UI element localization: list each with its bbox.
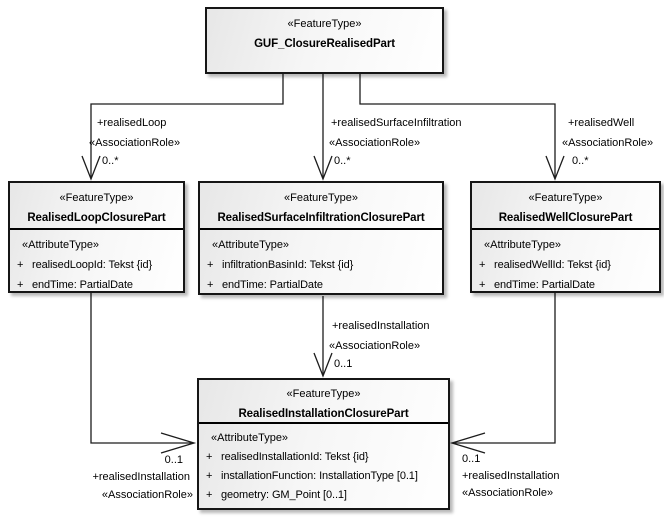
attribute-text: endTime: PartialDate	[494, 279, 595, 291]
attributes-compartment: «AttributeType» + realisedWellId: Tekst …	[472, 228, 659, 295]
class-stereotype: «FeatureType»	[284, 192, 358, 204]
attribute-text: realisedWellId: Tekst {id}	[494, 259, 611, 271]
role-label-realised-loop: +realisedLoop	[97, 117, 167, 129]
visibility-plus: +	[206, 470, 213, 482]
attribute-row: + endTime: PartialDate	[200, 275, 442, 295]
association-realised-installation-right-line[interactable]	[453, 293, 556, 444]
association-realised-installation-left-line[interactable]	[90, 293, 193, 444]
attribute-row: + realisedInstallationId: Tekst {id}	[199, 448, 448, 467]
attributes-compartment: «AttributeType» + infiltrationBasinId: T…	[200, 228, 442, 295]
open-arrowhead-down-icon[interactable]	[313, 155, 333, 181]
attribute-row: + realisedWellId: Tekst {id}	[472, 255, 659, 275]
attribute-stereotype: «AttributeType»	[212, 239, 290, 251]
attribute-stereotype: «AttributeType»	[211, 432, 289, 444]
open-arrowhead-right-icon[interactable]	[160, 432, 197, 454]
association-realised-installation-middle[interactable]	[313, 296, 333, 378]
class-stereotype: «FeatureType»	[286, 388, 361, 400]
class-name: RealisedSurfaceInfiltrationClosurePart	[217, 212, 425, 224]
visibility-plus: +	[17, 259, 24, 271]
visibility-plus: +	[206, 451, 213, 463]
class-name: RealisedInstallationClosurePart	[238, 408, 409, 420]
role-label-realised-installation: +realisedInstallation	[462, 470, 560, 482]
visibility-plus: +	[207, 279, 214, 291]
attribute-text: geometry: GM_Point [0..1]	[221, 489, 347, 501]
class-stereotype: «FeatureType»	[59, 192, 134, 204]
class-realised-well-closure-part[interactable]: «FeatureType» RealisedWellClosurePart «A…	[470, 181, 661, 293]
attribute-text: installationFunction: InstallationType […	[221, 470, 418, 482]
multiplicity-label: 0..1	[462, 453, 481, 465]
class-name: RealisedLoopClosurePart	[27, 212, 166, 224]
attributes-compartment: «AttributeType» + realisedLoopId: Tekst …	[10, 228, 183, 295]
class-header: «FeatureType» RealisedSurfaceInfiltratio…	[200, 183, 442, 228]
attribute-text: endTime: PartialDate	[32, 279, 133, 291]
association-realised-installation-right[interactable]	[449, 293, 556, 454]
class-header: «FeatureType» RealisedWellClosurePart	[472, 183, 659, 228]
visibility-plus: +	[207, 259, 214, 271]
class-stereotype: «FeatureType»	[528, 192, 603, 204]
attribute-row: + infiltrationBasinId: Tekst {id}	[200, 255, 442, 275]
role-label-realised-well: +realisedWell	[568, 117, 635, 129]
attribute-text: endTime: PartialDate	[222, 279, 323, 291]
role-label-realised-installation: +realisedInstallation	[92, 471, 190, 483]
multiplicity-label: 0..*	[334, 155, 351, 167]
association-realised-installation-left[interactable]	[90, 293, 197, 454]
stereotype-label-association-role: «AssociationRole»	[101, 489, 193, 501]
class-realised-installation-closure-part[interactable]: «FeatureType» RealisedInstallationClosur…	[197, 378, 450, 510]
stereotype-label-association-role: «AssociationRole»	[462, 487, 554, 499]
class-name: RealisedWellClosurePart	[498, 212, 633, 224]
attribute-row: + installationFunction: InstallationType…	[199, 467, 448, 486]
attribute-stereotype: «AttributeType»	[484, 239, 562, 251]
class-name: GUF_ClosureRealisedPart	[254, 38, 395, 50]
open-arrowhead-down-icon[interactable]	[81, 155, 101, 181]
attribute-stereotype: «AttributeType»	[22, 239, 100, 251]
multiplicity-label: 0..1	[334, 358, 353, 370]
class-realised-loop-closure-part[interactable]: «FeatureType» RealisedLoopClosurePart «A…	[8, 181, 185, 293]
class-realised-surface-infiltration-closure-part[interactable]: «FeatureType» RealisedSurfaceInfiltratio…	[198, 181, 444, 295]
stereotype-label-association-role: «AssociationRole»	[329, 340, 421, 352]
open-arrowhead-down-icon[interactable]	[313, 352, 333, 378]
attribute-row: + endTime: PartialDate	[472, 275, 659, 295]
class-header: «FeatureType» GUF_ClosureRealisedPart	[207, 9, 442, 54]
open-arrowhead-left-icon[interactable]	[449, 432, 486, 454]
class-guf-closure-realised-part[interactable]: «FeatureType» GUF_ClosureRealisedPart	[205, 7, 444, 74]
visibility-plus: +	[479, 279, 486, 291]
multiplicity-label: 0..*	[572, 155, 589, 167]
visibility-plus: +	[479, 259, 486, 271]
stereotype-label-association-role: «AssociationRole»	[89, 137, 181, 149]
open-arrowhead-down-icon[interactable]	[545, 155, 565, 181]
attribute-text: realisedLoopId: Tekst {id}	[32, 259, 153, 271]
role-label-realised-installation: +realisedInstallation	[332, 320, 430, 332]
attribute-row: + endTime: PartialDate	[10, 275, 183, 295]
multiplicity-label: 0..1	[164, 454, 183, 466]
multiplicity-label: 0..*	[102, 155, 119, 167]
attributes-compartment: «AttributeType» + realisedInstallationId…	[199, 422, 448, 505]
association-realised-surface-infiltration[interactable]	[313, 74, 333, 181]
role-label-realised-surface-infiltration: +realisedSurfaceInfiltration	[331, 117, 462, 129]
visibility-plus: +	[17, 279, 24, 291]
class-stereotype: «FeatureType»	[287, 18, 362, 30]
class-header: «FeatureType» RealisedLoopClosurePart	[10, 183, 183, 228]
attribute-row: + geometry: GM_Point [0..1]	[199, 486, 448, 505]
stereotype-label-association-role: «AssociationRole»	[329, 137, 421, 149]
attribute-text: infiltrationBasinId: Tekst {id}	[222, 259, 354, 271]
attribute-text: realisedInstallationId: Tekst {id}	[221, 451, 369, 463]
class-header: «FeatureType» RealisedInstallationClosur…	[199, 380, 448, 422]
attribute-row: + realisedLoopId: Tekst {id}	[10, 255, 183, 275]
stereotype-label-association-role: «AssociationRole»	[562, 137, 654, 149]
visibility-plus: +	[206, 489, 213, 501]
